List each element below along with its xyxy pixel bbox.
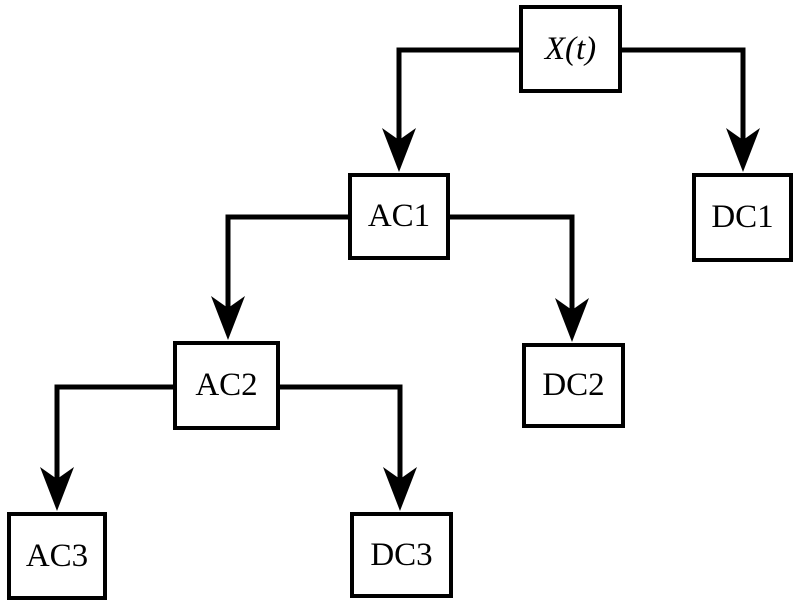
node-dc2: DC2 bbox=[522, 343, 625, 428]
node-label: AC1 bbox=[367, 198, 431, 234]
arrowhead-icon bbox=[383, 467, 417, 511]
node-signal-xt: X(t) bbox=[519, 5, 622, 93]
connector-ac2-dc3 bbox=[279, 384, 417, 511]
arrowhead-icon bbox=[555, 298, 589, 342]
node-label: X(t) bbox=[544, 30, 597, 67]
connector-ac1-ac2 bbox=[211, 214, 349, 340]
node-ac2: AC2 bbox=[173, 341, 280, 430]
arrowhead-icon bbox=[726, 128, 760, 172]
node-dc1: DC1 bbox=[692, 173, 793, 262]
node-label: AC2 bbox=[195, 367, 258, 403]
node-ac1: AC1 bbox=[348, 173, 450, 260]
connector-ac1-dc2 bbox=[449, 214, 589, 342]
node-label: DC2 bbox=[542, 367, 605, 403]
arrowhead-icon bbox=[211, 296, 245, 340]
node-label: DC3 bbox=[370, 536, 433, 573]
connector-ac2-ac3 bbox=[40, 384, 174, 511]
node-dc3: DC3 bbox=[350, 512, 453, 598]
connector-xt-dc1 bbox=[621, 47, 760, 172]
node-ac3: AC3 bbox=[7, 512, 107, 600]
arrowhead-icon bbox=[40, 467, 74, 511]
node-label: DC1 bbox=[711, 199, 774, 235]
node-label: AC3 bbox=[25, 537, 89, 574]
connector-xt-ac1 bbox=[382, 47, 520, 172]
arrowhead-icon bbox=[382, 128, 416, 172]
